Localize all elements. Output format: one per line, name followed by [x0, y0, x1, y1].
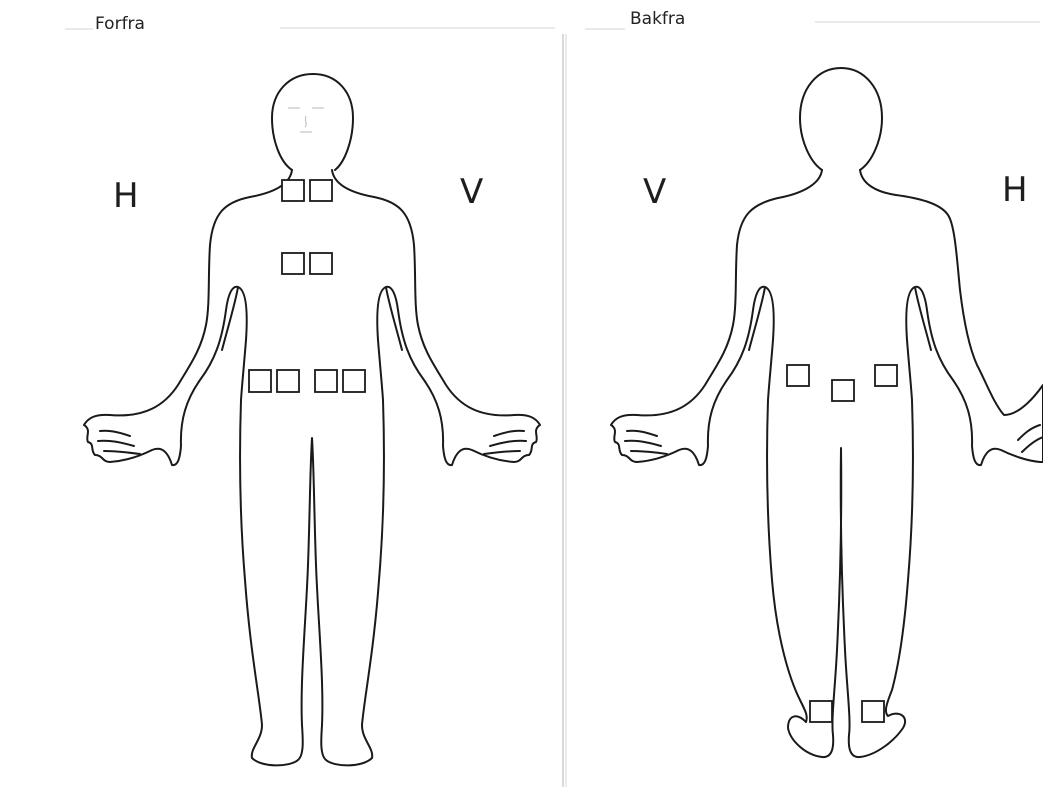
front-marker-abdomen-1[interactable]	[249, 370, 271, 392]
front-face	[288, 108, 324, 132]
front-marker-abdomen-3[interactable]	[315, 370, 337, 392]
front-marker-chest-left[interactable]	[310, 253, 332, 274]
back-marker-lower-back-center[interactable]	[832, 380, 854, 401]
front-panel-title: Forfra	[95, 14, 145, 34]
front-right-fingers	[484, 431, 526, 454]
front-markers	[249, 180, 365, 392]
back-head	[800, 68, 882, 170]
back-marker-lower-back-right[interactable]	[875, 365, 897, 386]
back-body-silhouette	[611, 170, 1043, 757]
back-marker-lower-back-left[interactable]	[787, 365, 809, 386]
front-marker-abdomen-2[interactable]	[277, 370, 299, 392]
front-left-side-label: H	[113, 176, 139, 216]
front-marker-neck-left[interactable]	[310, 180, 332, 201]
back-body-outline	[611, 68, 1043, 757]
front-left-fingers	[98, 431, 140, 454]
back-marker-ankle-right[interactable]	[862, 701, 884, 722]
front-marker-abdomen-4[interactable]	[343, 370, 365, 392]
back-left-fingers	[625, 431, 667, 454]
back-right-side-label: H	[1002, 170, 1028, 210]
front-right-side-label: V	[460, 172, 483, 212]
front-marker-neck-right[interactable]	[282, 180, 304, 201]
back-marker-ankle-left[interactable]	[810, 701, 832, 722]
front-marker-chest-right[interactable]	[282, 253, 304, 274]
back-right-fingers	[1018, 425, 1043, 452]
back-panel: Bakfra V H	[611, 9, 1043, 757]
front-panel: Forfra H V	[84, 14, 540, 765]
front-head	[272, 74, 353, 170]
back-panel-title: Bakfra	[630, 9, 685, 29]
back-left-side-label: V	[643, 172, 666, 212]
